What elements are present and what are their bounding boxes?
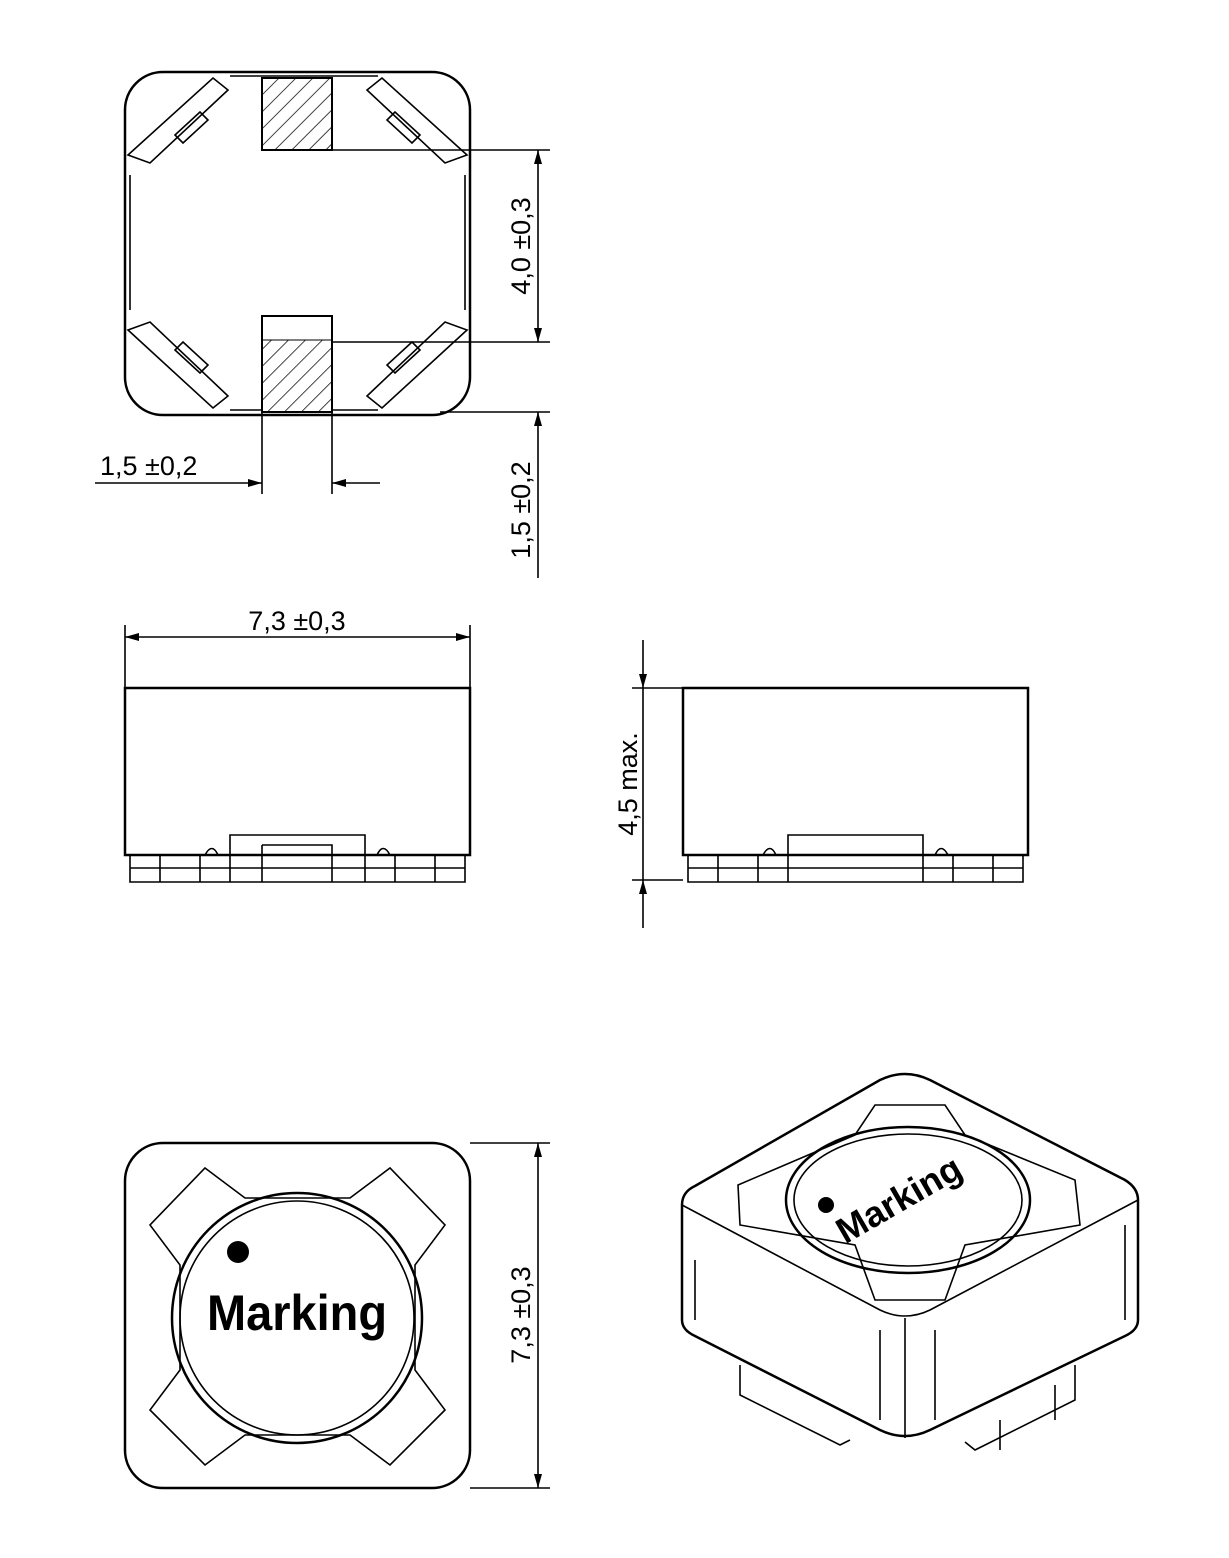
core-ellipse-inner <box>793 1133 1023 1267</box>
pad-length-label: 1,5 ±0,2 <box>506 461 536 558</box>
body-outline <box>680 1072 1140 1438</box>
terminals <box>739 1365 1076 1451</box>
core-circle-inner <box>179 1200 415 1436</box>
side-view: 4,5 max. <box>613 640 1030 928</box>
base-terminals <box>129 834 466 883</box>
width-label: 7,3 ±0,3 <box>248 606 345 636</box>
polarity-dot <box>818 1197 834 1213</box>
front-view: 7,3 ±0,3 <box>123 606 472 883</box>
body-side <box>123 686 472 857</box>
body-lines <box>694 1225 1126 1420</box>
core-circle <box>170 1191 424 1445</box>
pad-spacing-label: 4,0 ±0,3 <box>506 197 536 294</box>
marking-text: Marking <box>207 1285 387 1341</box>
body-outline <box>123 70 472 417</box>
extension-lines <box>332 149 550 413</box>
height-label: 4,5 max. <box>613 732 643 836</box>
pad-bottom-hatch <box>261 339 333 413</box>
marking-text: Marking <box>829 1147 969 1252</box>
body-outline <box>123 1141 472 1490</box>
body-side <box>681 686 1030 857</box>
pad-top <box>261 77 333 151</box>
body-edges <box>681 1199 1139 1438</box>
extension-lines <box>261 412 333 494</box>
core-ellipse <box>784 1125 1032 1275</box>
shield-outline <box>148 1166 447 1467</box>
corner-terminals <box>126 76 469 410</box>
polarity-dot <box>227 1241 249 1263</box>
pad-width-label: 1,5 ±0,2 <box>100 451 197 481</box>
base-terminals <box>687 834 1024 883</box>
bottom-view: 4,0 ±0,3 1,5 ±0,2 1,5 ±0,2 <box>95 70 550 578</box>
top-view: Marking 7,3 ±0,3 <box>123 1141 550 1490</box>
core-outline <box>129 75 466 411</box>
size-label: 7,3 ±0,3 <box>506 1266 536 1363</box>
isometric-view: Marking <box>680 1072 1140 1451</box>
